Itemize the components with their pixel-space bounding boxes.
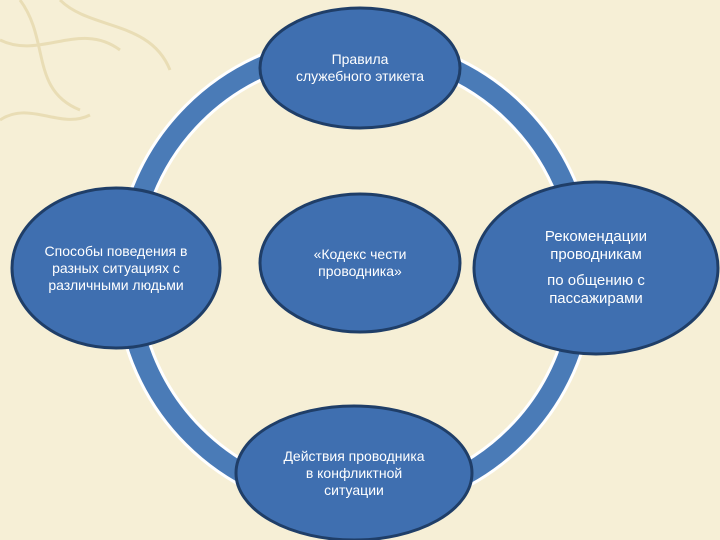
node-bottom-line: Действия проводника [283, 447, 425, 464]
background-decoration [0, 0, 172, 122]
node-bottom-label: Действия проводника в конфликтной ситуац… [238, 408, 470, 538]
node-left-line: разных ситуациях с [52, 259, 180, 276]
decorative-vine [58, 0, 172, 71]
node-left-label: Способы поведения в разных ситуациях с р… [14, 190, 218, 346]
node-top-label: Правила служебного этикета [262, 10, 458, 126]
node-bottom-shape [234, 404, 474, 540]
node-bottom-line: в конфликтной [305, 464, 403, 481]
node-left-line: Способы поведения в [44, 242, 188, 259]
node-right-shape [472, 180, 720, 356]
decorative-vine [0, 111, 91, 122]
node-center-line: «Кодекс чести [313, 246, 407, 262]
node-top-line: Правила [331, 51, 389, 67]
node-top-line: служебного этикета [295, 68, 425, 84]
node-left-line: различными людьми [48, 276, 184, 293]
node-center-shape [258, 192, 462, 334]
node-bottom-line: ситуации [324, 481, 384, 498]
node-right-line: проводникам [550, 246, 642, 263]
node-top-shape [258, 6, 462, 130]
node-right-line: по общению с [547, 272, 645, 289]
node-right-label: Рекомендации проводникам по общению с па… [476, 184, 716, 352]
node-center-line: проводника» [318, 263, 402, 279]
node-left-shape [10, 186, 222, 350]
decorative-vine [0, 36, 121, 52]
node-right-line: пассажирами [549, 290, 643, 307]
decorative-vine [18, 0, 81, 112]
node-right-line: Рекомендации [544, 228, 648, 245]
node-center-label: «Кодекс чести проводника» [262, 196, 458, 330]
